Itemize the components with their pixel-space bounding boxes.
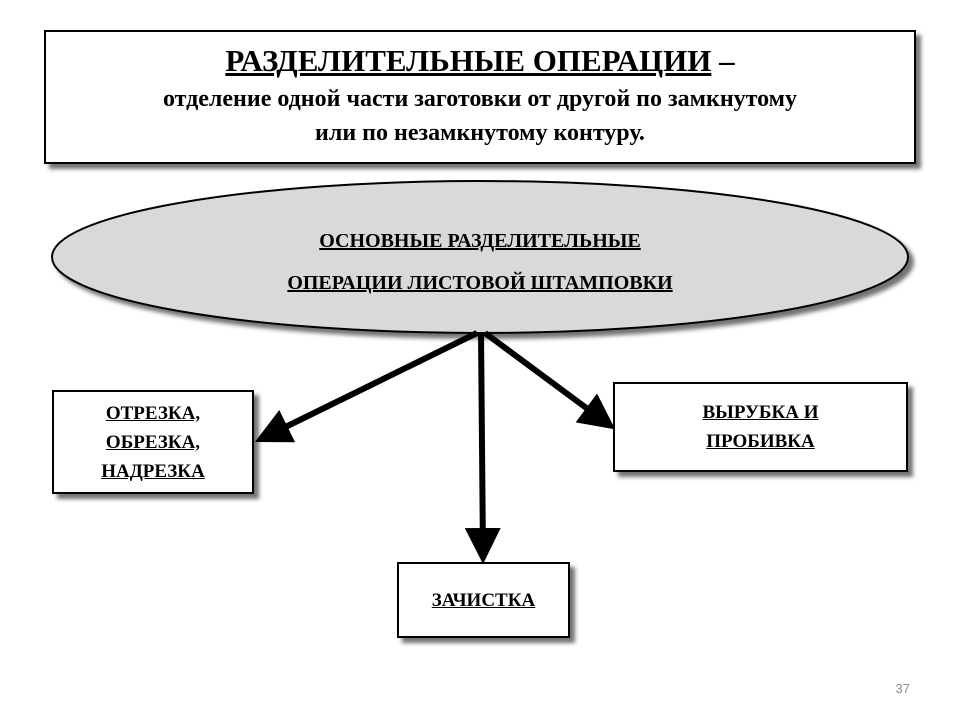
definition-line-2: или по незамкнутому контуру. [315,120,645,146]
arrow-to-right-box [483,330,616,430]
title-box: РАЗДЕЛИТЕЛЬНЫЕ ОПЕРАЦИИ – отделение одно… [44,30,916,164]
slide-number: 37 [895,681,910,696]
central-node-label: ОСНОВНЫЕ РАЗДЕЛИТЕЛЬНЫЕ ОПЕРАЦИИ ЛИСТОВО… [150,220,810,304]
definition-line-1: отделение одной части заготовки от друго… [162,86,798,112]
branch-box-shaving: ЗАЧИСТКА [397,562,570,638]
branch-left-line-3: НАДРЕЗКА [101,460,205,482]
arrow-to-bottom-box [464,332,501,564]
branch-bottom-line-1: ЗАЧИСТКА [431,589,536,611]
branch-box-blanking: ВЫРУБКА И ПРОБИВКА [613,382,908,472]
branch-left-line-1: ОТРЕЗКА, [105,402,201,424]
title-heading-text: РАЗДЕЛИТЕЛЬНЫЕ ОПЕРАЦИИ [225,43,712,78]
branch-box-cutting: ОТРЕЗКА, ОБРЕЗКА, НАДРЕЗКА [52,390,254,494]
central-node-line-2: ОПЕРАЦИИ ЛИСТОВОЙ ШТАМПОВКИ [287,272,673,294]
page-title: РАЗДЕЛИТЕЛЬНЫЕ ОПЕРАЦИИ – [46,42,914,80]
central-node-line-1: ОСНОВНЫЕ РАЗДЕЛИТЕЛЬНЫЕ [319,230,641,252]
arrow-to-left-box [254,330,479,443]
central-ellipse [51,180,909,334]
branch-left-line-2: ОБРЕЗКА, [105,431,201,453]
branch-right-line-1: ВЫРУБКА И [702,402,819,423]
branch-right-line-2: ПРОБИВКА [706,431,815,452]
title-dash: – [711,43,735,78]
title-definition: отделение одной части заготовки от друго… [46,82,914,150]
